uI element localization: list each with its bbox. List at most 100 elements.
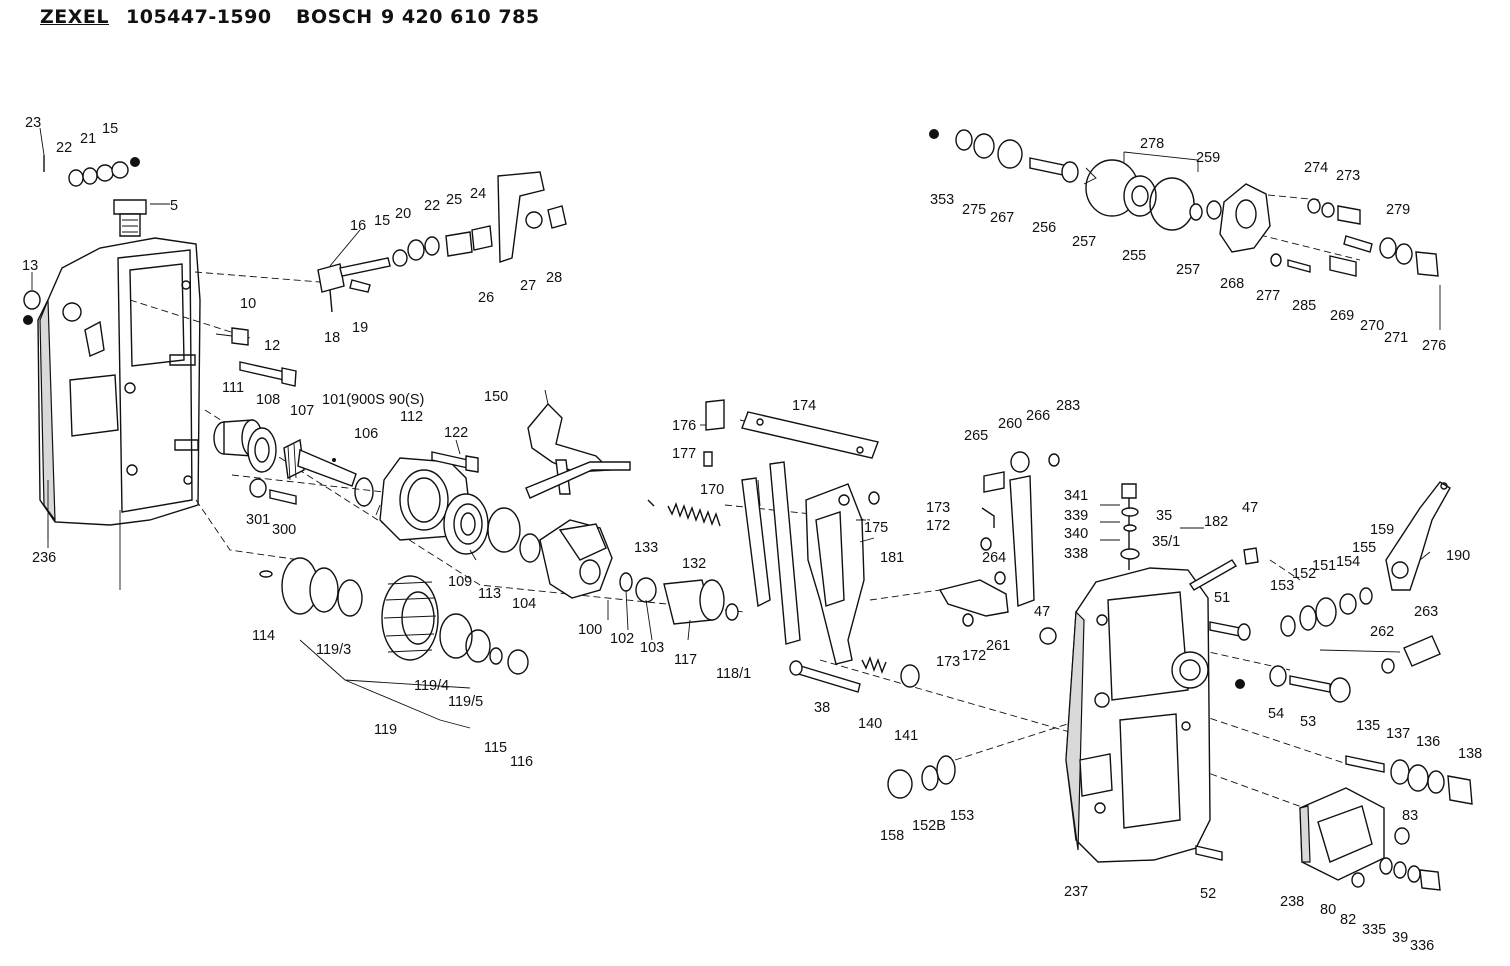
- callout-21: 21: [80, 131, 96, 147]
- key-101: [332, 458, 336, 462]
- callout-labels: 23 22 21 15 5 13 236 10 12 16 15 20 22 2…: [22, 115, 1482, 954]
- brand-bosch: BOSCH: [296, 6, 373, 28]
- callout-102: 102: [610, 631, 634, 647]
- callout-300: 300: [272, 522, 296, 538]
- callout-273: 273: [1336, 168, 1360, 184]
- callout-237: 237: [1064, 884, 1088, 900]
- governor-housing-left: [37, 237, 201, 590]
- callout-133: 133: [634, 540, 658, 556]
- callout-173: 173: [926, 500, 950, 516]
- bolts-300-301: [249, 478, 297, 505]
- callout-107: 107: [290, 403, 314, 419]
- callout-116: 116: [510, 754, 533, 770]
- callout-115: 115: [484, 740, 507, 756]
- callout-154: 154: [1336, 554, 1360, 570]
- callout-257-left: 257: [1072, 234, 1096, 250]
- callout-276: 276: [1422, 338, 1446, 354]
- callout-265: 265: [964, 428, 988, 444]
- callout-22-linkage: 22: [424, 198, 440, 214]
- callout-119-5: 119/5: [448, 694, 483, 710]
- nut-13: [23, 290, 41, 310]
- timing-gear-119: [381, 575, 439, 661]
- callout-26: 26: [478, 290, 494, 306]
- callout-137: 137: [1386, 726, 1410, 742]
- callout-80: 80: [1320, 902, 1336, 918]
- callout-101: 101(900S 90(S): [322, 392, 424, 408]
- callout-264: 264: [982, 550, 1006, 566]
- callout-177: 177: [672, 446, 696, 462]
- callout-136: 136: [1416, 734, 1440, 750]
- bullet-marker: [23, 315, 33, 325]
- callout-109: 109: [448, 574, 472, 590]
- nut-stack-top-left: [43, 155, 140, 187]
- callout-112: 112: [400, 409, 423, 425]
- spring-140-nut-141: [861, 655, 920, 688]
- callout-5: 5: [170, 198, 178, 214]
- bolt-12: [239, 361, 297, 387]
- callout-118-1: 118/1: [716, 666, 751, 682]
- callout-172: 172: [926, 518, 950, 534]
- callout-262: 262: [1370, 624, 1394, 640]
- callout-25: 25: [446, 192, 462, 208]
- callout-140: 140: [858, 716, 882, 732]
- callout-83: 83: [1402, 808, 1418, 824]
- parts-102-103-117: [619, 572, 739, 625]
- callout-138: 138: [1458, 746, 1482, 762]
- callout-15: 15: [102, 121, 118, 137]
- lever-190: [1385, 481, 1451, 591]
- leader-lines: [31, 127, 1441, 653]
- callout-260: 260: [998, 416, 1022, 432]
- callout-119-4: 119/4: [414, 678, 449, 694]
- bolt-52: [1195, 845, 1223, 861]
- callout-16: 16: [350, 218, 366, 234]
- callout-108: 108: [256, 392, 280, 408]
- callout-113: 113: [478, 586, 501, 602]
- callout-270: 270: [1360, 318, 1384, 334]
- lever-181: [805, 483, 880, 665]
- bolt-51: [1209, 621, 1251, 641]
- callout-47-right: 47: [1242, 500, 1258, 516]
- callout-266: 266: [1026, 408, 1050, 424]
- callout-39: 39: [1392, 930, 1408, 946]
- callout-339: 339: [1064, 508, 1088, 524]
- callout-268: 268: [1220, 276, 1244, 292]
- callout-340: 340: [1064, 526, 1088, 542]
- clip-172: [980, 507, 995, 551]
- callout-153-right: 153: [1270, 578, 1294, 594]
- shaft-gear-107: [283, 438, 357, 487]
- coupling-119-3: [281, 557, 363, 617]
- callout-119: 119: [374, 722, 397, 738]
- callout-13: 13: [22, 258, 38, 274]
- bolt-47: [1039, 547, 1259, 645]
- callout-153: 153: [950, 808, 974, 824]
- callout-277: 277: [1256, 288, 1280, 304]
- bolt-122: [431, 451, 479, 473]
- callout-150: 150: [484, 389, 508, 405]
- callout-106: 106: [354, 426, 378, 442]
- callout-267: 267: [990, 210, 1014, 226]
- valve-group-top-right: [929, 129, 1439, 277]
- callout-172-low: 172: [962, 648, 986, 664]
- callout-35: 35: [1156, 508, 1172, 524]
- zexel-part-number: 105447-1590: [126, 6, 272, 28]
- callout-159: 159: [1370, 522, 1394, 538]
- callout-301: 301: [246, 512, 270, 528]
- callout-173-low: 173: [936, 654, 960, 670]
- callout-82: 82: [1340, 912, 1356, 928]
- callout-27: 27: [520, 278, 536, 294]
- key-114: [259, 570, 273, 578]
- callout-119-3: 119/3: [316, 642, 351, 658]
- callout-15-linkage: 15: [374, 213, 390, 229]
- callout-278: 278: [1140, 136, 1164, 152]
- plug-158-ring-152b-153: [887, 755, 956, 799]
- plug-263-262: [1381, 635, 1441, 674]
- ring-113-104: [487, 507, 541, 563]
- stud-35-38: [1120, 483, 1140, 570]
- callout-111: 111: [222, 380, 244, 396]
- callout-175: 175: [864, 520, 888, 536]
- callout-28: 28: [546, 270, 562, 286]
- callout-182: 182: [1204, 514, 1228, 530]
- callout-238: 238: [1280, 894, 1304, 910]
- callout-274: 274: [1304, 160, 1328, 176]
